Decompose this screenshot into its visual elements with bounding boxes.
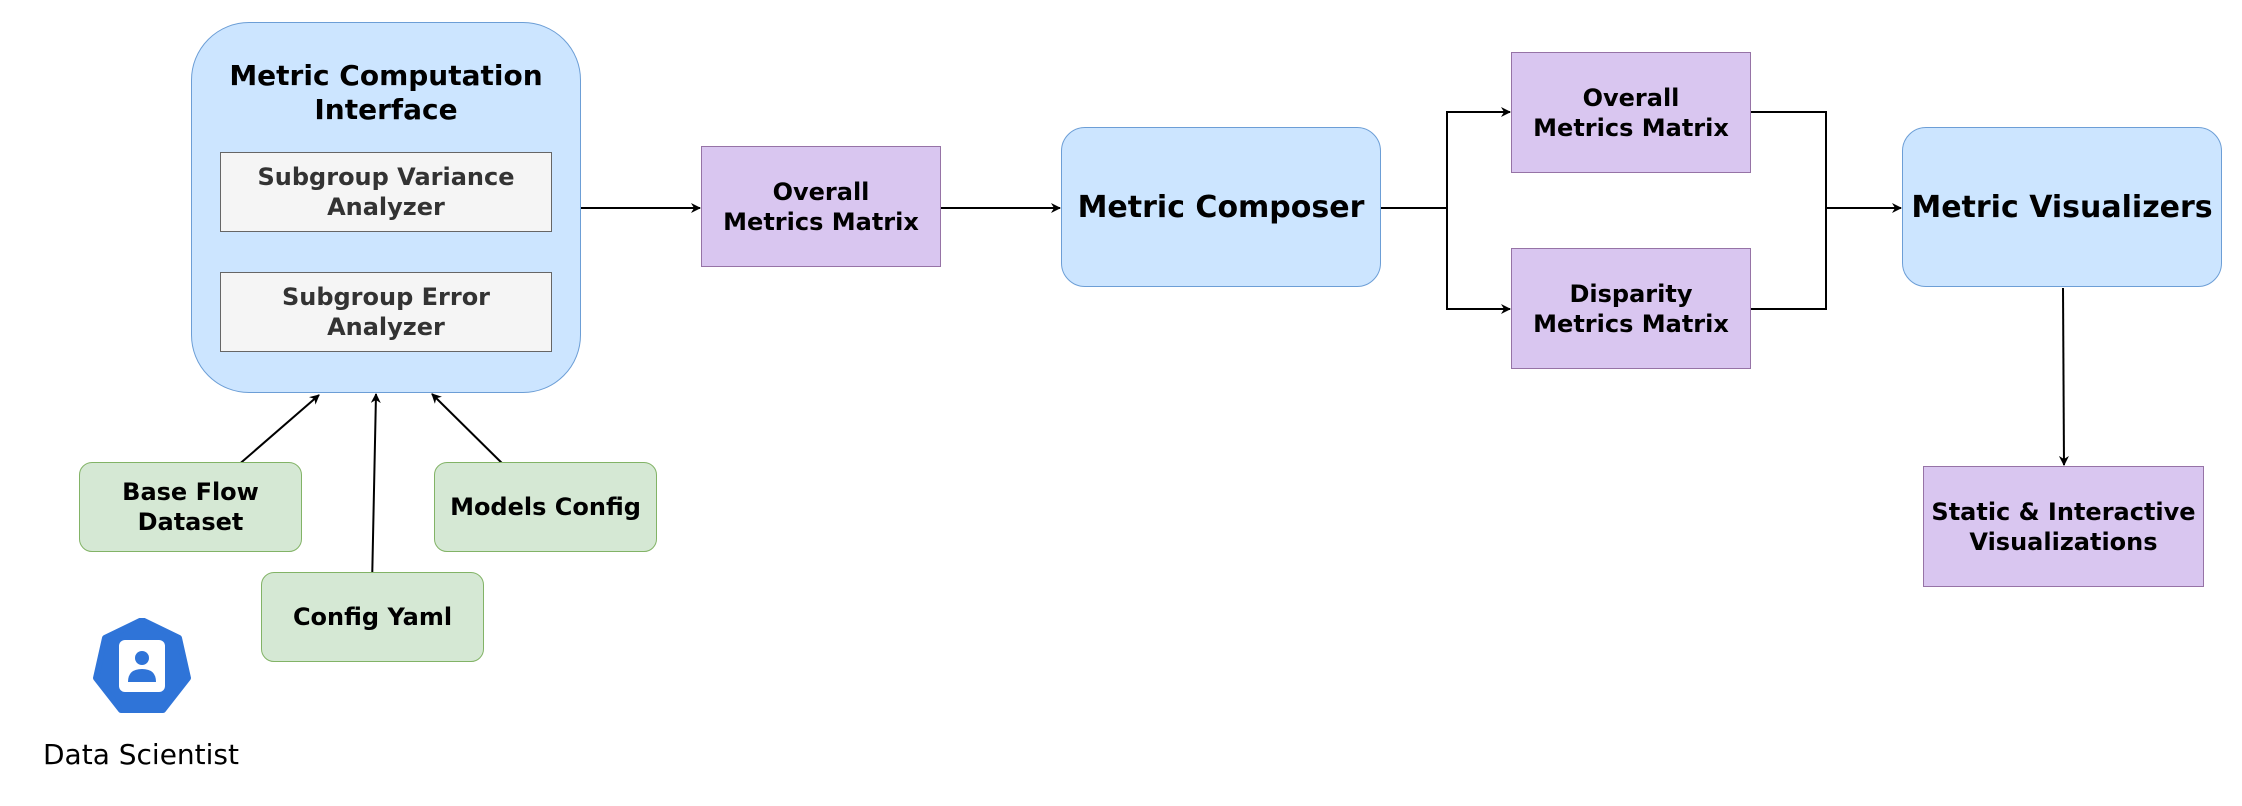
data-scientist-label: Data Scientist (43, 738, 239, 771)
metric-visualizers: Metric Visualizers (1902, 127, 2222, 287)
edge-dataset-to-interface (235, 394, 320, 468)
subgroup-error-analyzer: Subgroup Error Analyzer (220, 272, 552, 352)
edge-composer-to-overall-matrix (1381, 107, 1511, 209)
user-profile-heptagon-icon (92, 617, 192, 714)
subgroup-variance-analyzer: Subgroup Variance Analyzer (220, 152, 552, 232)
edge-config-yaml-to-interface (370, 393, 381, 587)
static-interactive-visualizations: Static & Interactive Visualizations (1923, 466, 2204, 587)
interface-title: Metric Computation Interface (229, 59, 543, 126)
edge-composer-to-disparity-matrix (1446, 208, 1511, 314)
edge-overall-matrix-to-visualizers (1751, 111, 1827, 310)
base-flow-dataset: Base Flow Dataset (79, 462, 302, 552)
disparity-metrics-matrix: Disparity Metrics Matrix (1511, 248, 1751, 369)
overall-metrics-matrix-output: Overall Metrics Matrix (1511, 52, 1751, 173)
metric-composer: Metric Composer (1061, 127, 1381, 287)
config-yaml: Config Yaml (261, 572, 484, 662)
models-config: Models Config (434, 462, 657, 552)
overall-metrics-matrix-input: Overall Metrics Matrix (701, 146, 941, 267)
edge-visualizers-to-visualizations (2058, 287, 2069, 466)
